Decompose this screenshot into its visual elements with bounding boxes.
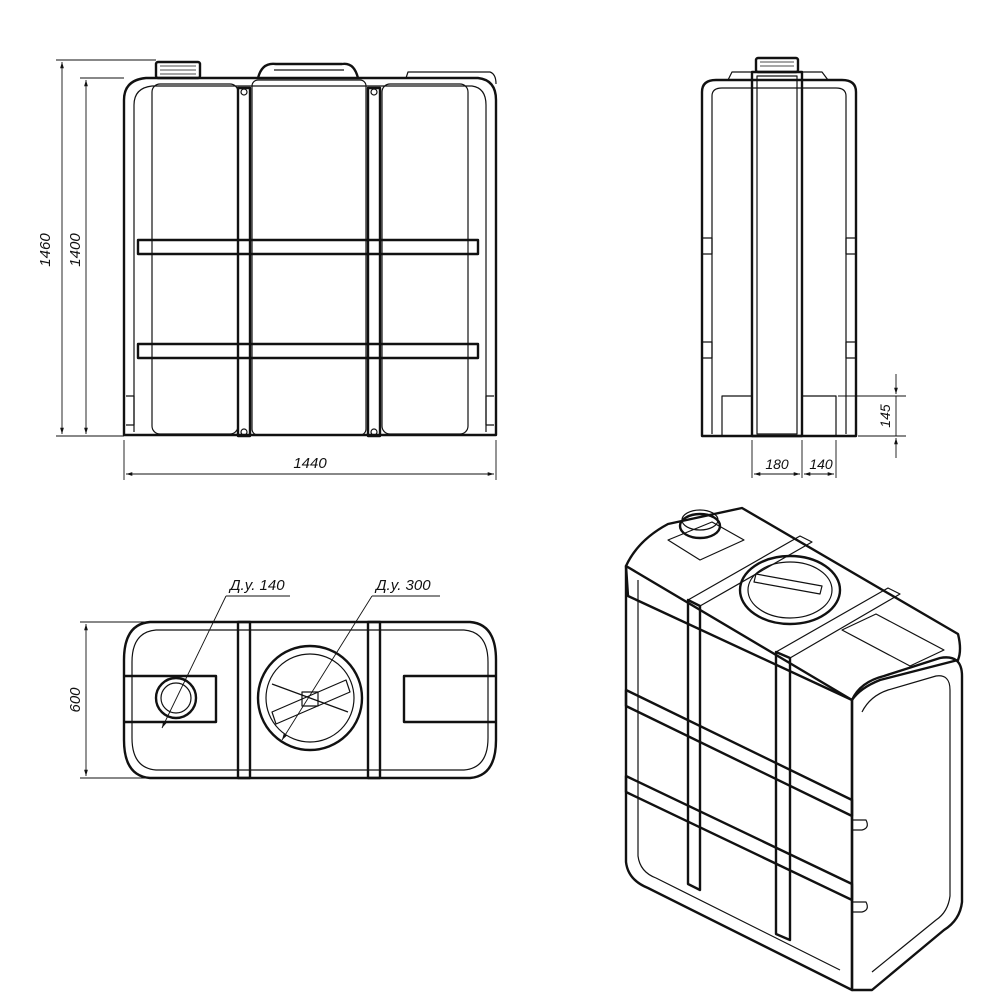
iso-large-neck-handle bbox=[753, 573, 823, 595]
side-pocket-left bbox=[721, 395, 753, 437]
top-large-neck bbox=[256, 644, 364, 752]
side-lug bbox=[845, 237, 857, 255]
dim-label-height-body: 1400 bbox=[67, 233, 84, 267]
strap-rivet bbox=[240, 428, 248, 436]
front-view bbox=[122, 60, 498, 438]
iso-top-plate bbox=[841, 613, 945, 667]
side-inner-outline bbox=[711, 87, 847, 434]
front-rib-lower bbox=[136, 342, 480, 360]
iso-side-face bbox=[850, 656, 964, 992]
side-strap-inner bbox=[756, 75, 798, 435]
front-strap-left bbox=[236, 86, 252, 438]
side-lug bbox=[845, 341, 857, 359]
side-dimensions: 180 140 145 bbox=[751, 374, 906, 478]
iso-large-neck bbox=[738, 554, 842, 626]
iso-small-neck-cap bbox=[678, 512, 722, 540]
top-saddle-left bbox=[124, 674, 218, 724]
strap-rivet bbox=[240, 88, 248, 96]
dim-label-offset-b: 140 bbox=[809, 456, 833, 472]
iso-strap-left bbox=[686, 598, 702, 892]
front-foot-left bbox=[126, 395, 135, 426]
iso-front-face bbox=[624, 564, 854, 992]
top-saddle-right bbox=[402, 674, 496, 724]
iso-side-rib bbox=[852, 819, 868, 831]
side-lug bbox=[701, 341, 713, 359]
iso-large-neck-inner bbox=[747, 561, 833, 619]
top-small-neck bbox=[154, 676, 198, 720]
front-large-neck-lid bbox=[256, 62, 360, 79]
top-strap-left bbox=[236, 620, 252, 780]
label-large-neck: Д.у. 300 bbox=[374, 577, 431, 594]
top-inner-outline bbox=[131, 629, 489, 771]
side-view bbox=[700, 56, 858, 438]
front-foot-right bbox=[485, 395, 494, 426]
top-view bbox=[122, 620, 498, 780]
strap-rivet bbox=[370, 88, 378, 96]
dim-label-width: 1440 bbox=[293, 455, 327, 472]
iso-strap-right bbox=[774, 650, 792, 942]
top-large-neck-hub bbox=[301, 691, 319, 707]
front-panel-left bbox=[151, 83, 239, 435]
dim-label-height-overall: 1460 bbox=[37, 233, 54, 267]
leader-large-neck bbox=[281, 595, 373, 741]
top-large-neck-handle bbox=[271, 679, 351, 725]
dim-label-depth: 600 bbox=[67, 687, 84, 713]
iso-rib-lower bbox=[624, 774, 854, 902]
top-small-neck-inner bbox=[160, 682, 192, 714]
top-body-outline bbox=[122, 620, 498, 780]
dim-label-offset-a: 180 bbox=[765, 456, 789, 472]
iso-strap-top-right bbox=[775, 587, 901, 659]
side-top-ridge bbox=[727, 71, 829, 81]
iso-side-inner bbox=[861, 675, 951, 973]
leader-small-neck bbox=[161, 595, 227, 729]
front-rib-upper bbox=[136, 238, 480, 256]
front-small-neck-cap bbox=[154, 60, 202, 80]
iso-top-face bbox=[624, 506, 962, 702]
side-pocket-right bbox=[801, 395, 837, 437]
top-dimensions: 600 Д.у. 140 Д.у. 300 bbox=[67, 577, 440, 779]
front-panel-right bbox=[381, 83, 469, 435]
front-body-outline bbox=[122, 76, 498, 437]
top-large-neck-handle-line bbox=[271, 683, 349, 713]
side-body-outline bbox=[700, 78, 858, 438]
front-body-inner-outline bbox=[133, 85, 487, 432]
strap-rivet bbox=[370, 428, 378, 436]
top-large-neck-inner bbox=[265, 653, 355, 743]
isometric-view bbox=[624, 506, 964, 992]
dim-label-pocket-height: 145 bbox=[877, 404, 893, 428]
iso-small-neck-base bbox=[667, 521, 745, 561]
front-top-step bbox=[405, 71, 497, 85]
iso-front-inner bbox=[637, 580, 841, 971]
top-strap-right bbox=[366, 620, 382, 780]
side-neck-cap bbox=[754, 56, 800, 74]
front-dimensions: 1460 1400 1440 bbox=[37, 59, 497, 480]
front-panel-middle bbox=[251, 79, 367, 436]
iso-rib-upper bbox=[624, 688, 854, 818]
front-strap-right bbox=[366, 86, 382, 438]
side-lug bbox=[701, 237, 713, 255]
label-small-neck: Д.у. 140 bbox=[228, 577, 285, 594]
iso-side-rib bbox=[852, 901, 868, 913]
side-strap bbox=[750, 70, 804, 438]
